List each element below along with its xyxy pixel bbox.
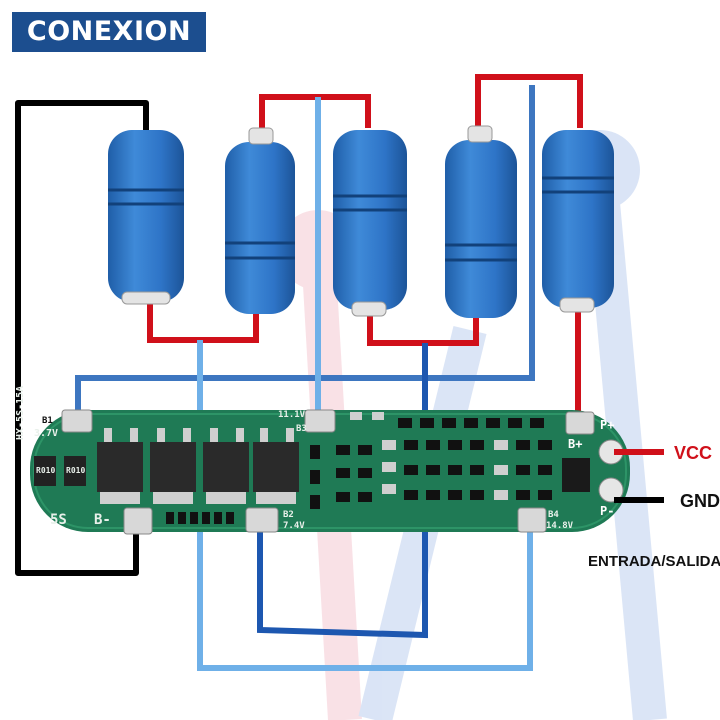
pad-b1-voltage: 3.7V (34, 428, 59, 439)
pad-b1-label: B1 (42, 416, 53, 426)
battery-cell-4 (445, 125, 517, 318)
pad-b4-voltage: 14.8V (546, 521, 574, 531)
shunt-resistor-2-code: R010 (66, 466, 86, 475)
input-output-caption: ENTRADA/SALIDA (588, 553, 720, 570)
wire-black-b-minus (15, 100, 149, 576)
pad-p-minus-label: P- (600, 504, 615, 518)
battery-cell-1 (108, 130, 184, 305)
pad-b3-voltage: 11.1V (278, 410, 306, 420)
wire-red-link-4-5 (475, 74, 583, 128)
pad-b3-label: B3 (296, 424, 307, 434)
battery-cell-2 (225, 127, 295, 314)
wire-blue-b1 (75, 85, 535, 420)
pad-b2-label: B2 (283, 510, 294, 520)
board-model-label: HX-5S-15A (15, 385, 26, 440)
page-title: CONEXION (12, 12, 206, 52)
vcc-label: VCC (674, 443, 713, 463)
pad-p-plus-label: P+ (600, 418, 615, 432)
cell-count-label: 5S (50, 512, 67, 528)
pad-b2-voltage: 7.4V (283, 521, 305, 531)
battery-cell-5 (542, 130, 614, 313)
shunt-resistor-1-code: R010 (36, 466, 56, 475)
pad-b-plus-label: B+ (568, 437, 583, 451)
pad-b4-label: B4 (548, 510, 559, 520)
pad-b-minus-label: B- (94, 512, 111, 528)
gnd-label: GND (680, 491, 720, 511)
battery-cell-3 (333, 130, 407, 317)
bms-board (30, 409, 664, 535)
